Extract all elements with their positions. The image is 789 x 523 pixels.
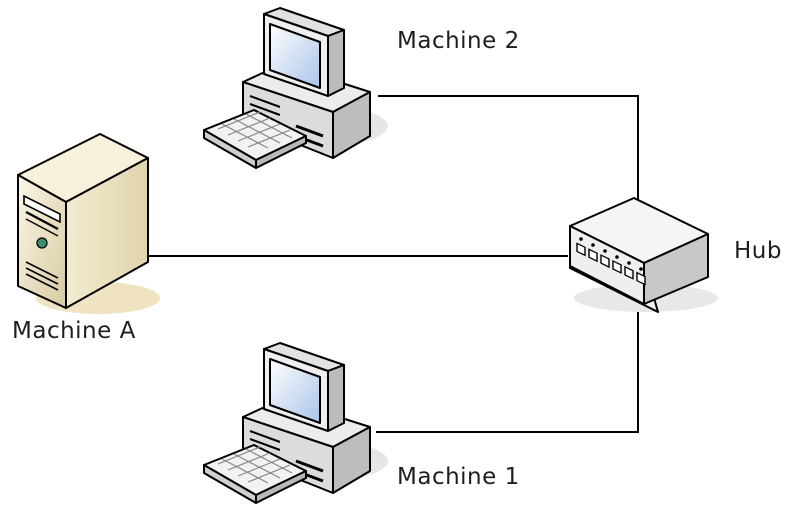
link-machine-1-hub <box>376 298 639 433</box>
hub-label: Hub <box>734 238 782 264</box>
hub-node[interactable] <box>569 197 718 313</box>
machine-a-label: Machine A <box>12 318 136 344</box>
machine-2-node[interactable] <box>202 6 390 170</box>
machine-1-label: Machine 1 <box>397 464 520 490</box>
network-hub-icon <box>569 197 718 313</box>
desktop-computer-icon <box>202 6 390 170</box>
machine-a-node[interactable] <box>17 133 160 314</box>
link-machine-2-hub <box>378 95 639 204</box>
desktop-computer-icon <box>202 341 390 505</box>
connection-lines <box>148 95 639 433</box>
machine-1-node[interactable] <box>202 341 390 505</box>
machine-2-label: Machine 2 <box>397 28 520 54</box>
server-tower-icon <box>17 133 160 314</box>
